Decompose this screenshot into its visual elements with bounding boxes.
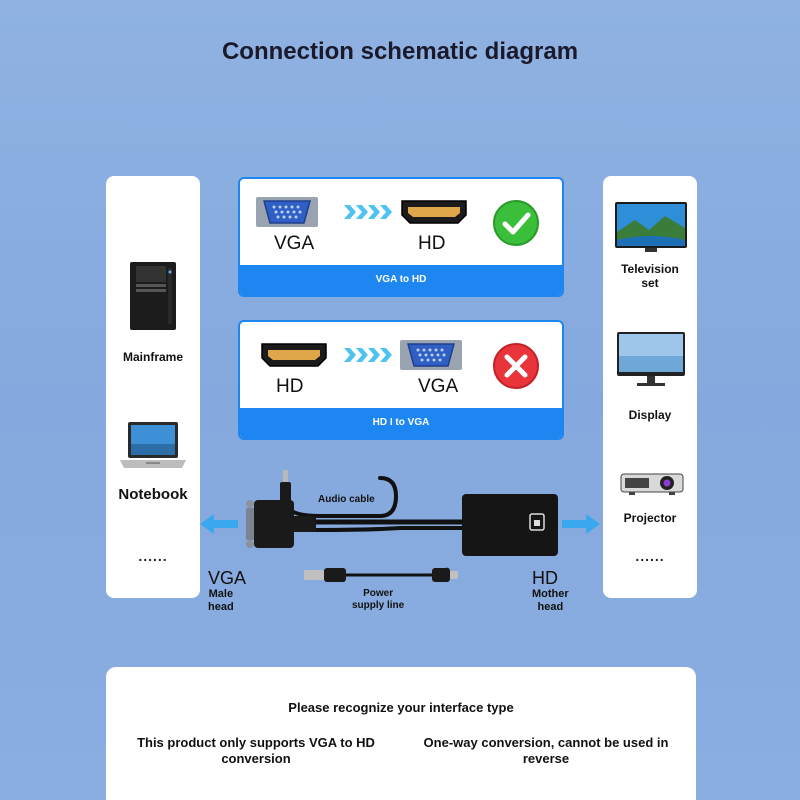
hd-port-icon xyxy=(261,343,327,367)
display-label: Display xyxy=(628,408,672,422)
notebook-label: Notebook xyxy=(118,486,188,503)
television-label: Television set xyxy=(621,262,679,290)
hd-port-icon xyxy=(401,200,467,224)
projector-icon xyxy=(620,473,684,495)
vga-head-type: Male head xyxy=(208,588,234,613)
monitor-icon xyxy=(617,332,685,386)
card-caption: VGA to HD xyxy=(240,265,562,295)
display-devices-panel: Television set Display Projector ...... xyxy=(603,176,697,598)
target-port-label: HD xyxy=(418,233,446,254)
laptop-icon xyxy=(120,422,186,468)
audio-cable-label: Audio cable xyxy=(318,494,375,505)
adapter-cable-illustration xyxy=(200,470,600,582)
arrows-right-icon xyxy=(344,205,392,219)
hd-head-label: HD xyxy=(532,568,558,588)
target-port-label: VGA xyxy=(418,376,459,397)
source-port-label: VGA xyxy=(274,233,315,254)
cross-icon xyxy=(493,343,539,389)
projector-label: Projector xyxy=(623,511,677,525)
source-port-label: HD xyxy=(276,376,304,397)
mainframe-label: Mainframe xyxy=(122,350,184,364)
vga-to-hd-card: VGA HD VGA to HD xyxy=(238,177,564,297)
hd-to-vga-card: HD VGA HD I to VGA xyxy=(238,320,564,440)
support-note: This product only supports VGA to HD con… xyxy=(137,735,375,766)
interface-notice-card: Please recognize your interface type Thi… xyxy=(106,667,696,800)
tower-pc-icon xyxy=(130,262,176,330)
more-devices-dots: ...... xyxy=(138,548,168,564)
card-caption: HD I to VGA xyxy=(240,408,562,438)
power-supply-label: Power supply line xyxy=(352,588,405,611)
source-devices-panel: Mainframe Notebook ...... xyxy=(106,176,200,598)
vga-port-icon xyxy=(400,340,462,370)
vga-head-label: VGA xyxy=(208,568,247,588)
check-icon xyxy=(493,200,539,246)
notice-title: Please recognize your interface type xyxy=(288,700,514,715)
arrows-right-icon xyxy=(344,348,392,362)
hd-head-type: Mother head xyxy=(532,588,569,613)
page-title: Connection schematic diagram xyxy=(221,38,579,65)
more-devices-dots: ...... xyxy=(635,548,665,564)
television-icon xyxy=(615,202,687,252)
vga-port-icon xyxy=(256,197,318,227)
direction-note: One-way conversion, cannot be used in re… xyxy=(423,735,669,766)
